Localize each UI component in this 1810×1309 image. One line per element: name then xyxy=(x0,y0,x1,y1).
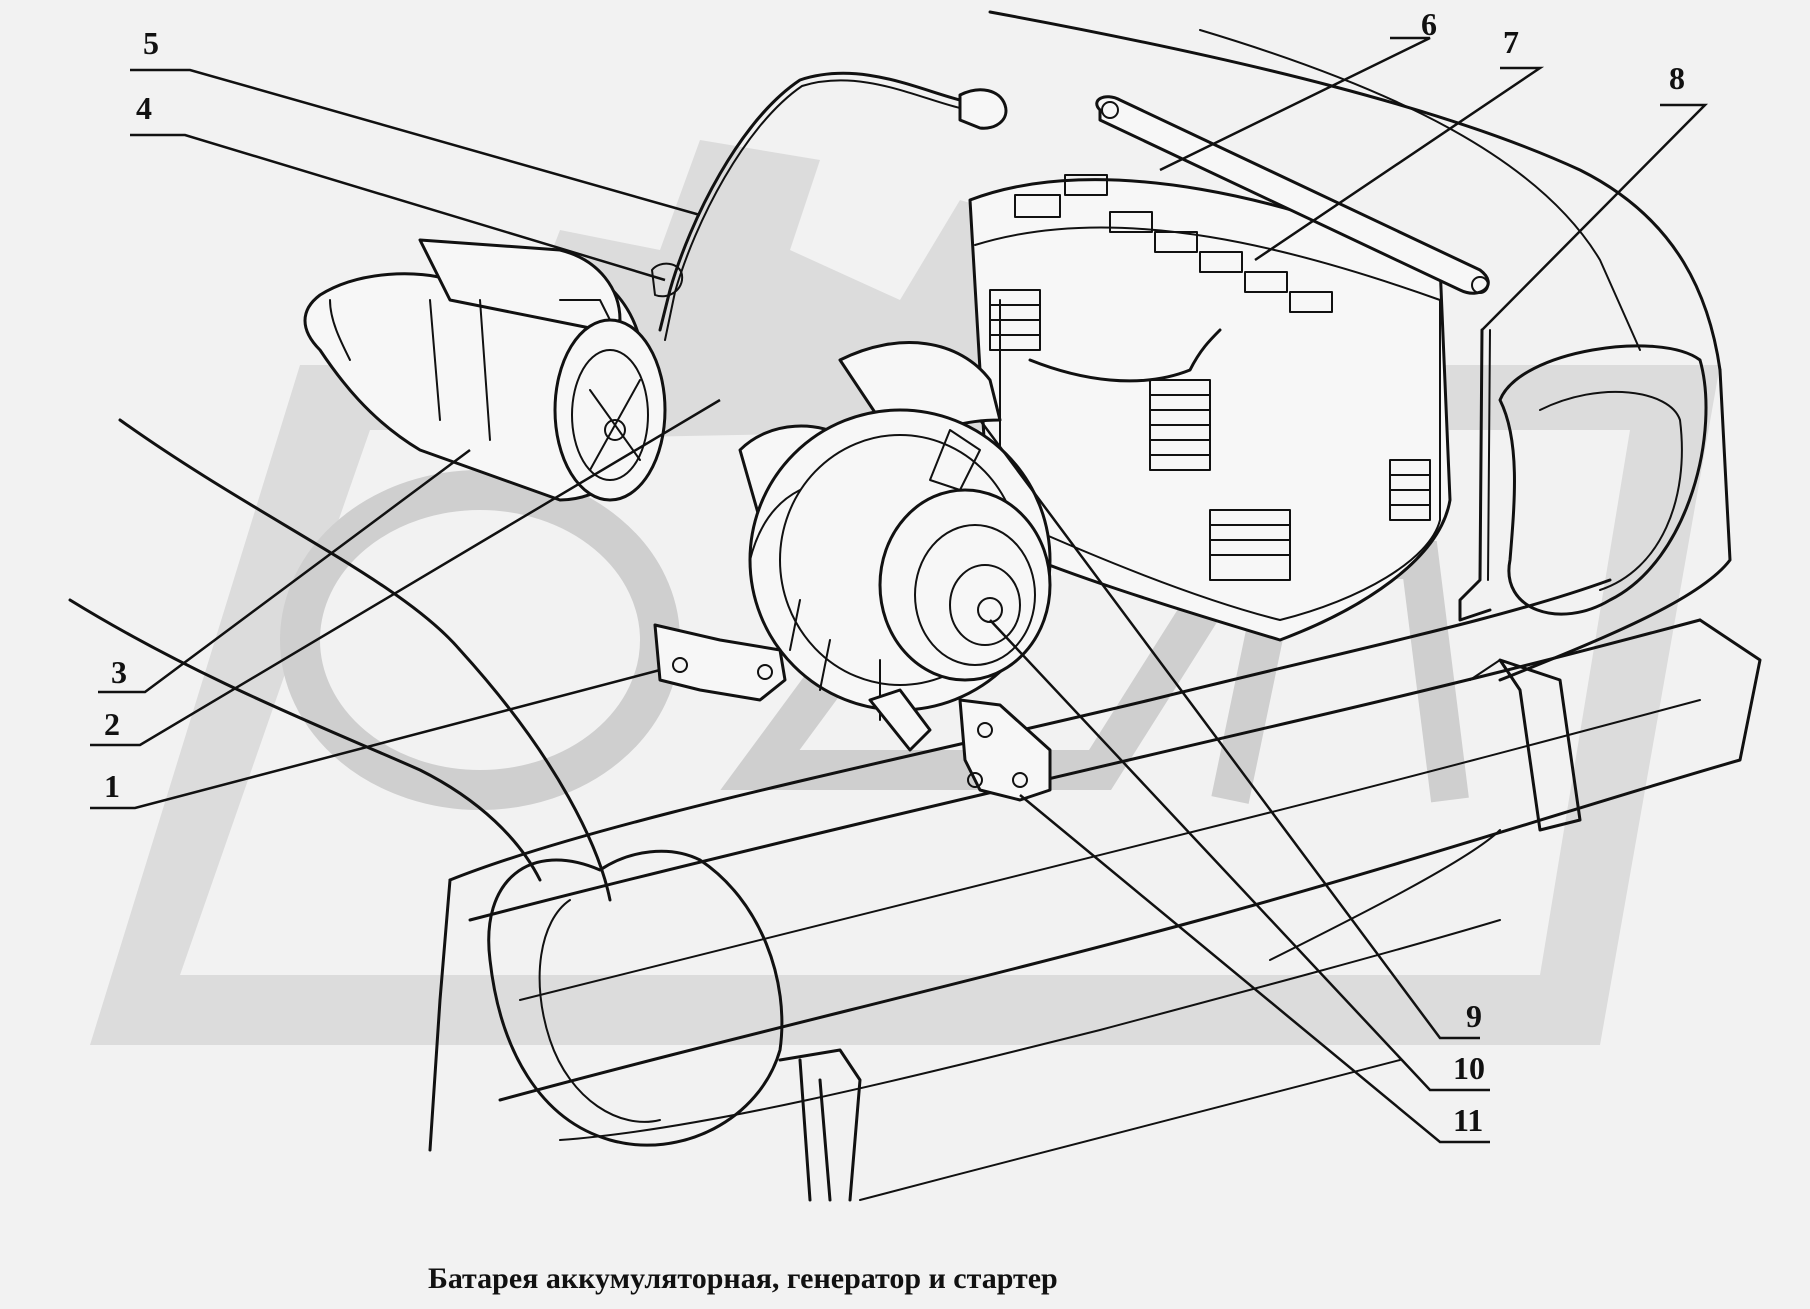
callout-8: 8 xyxy=(1669,60,1685,96)
battery-hold-down-rod xyxy=(1458,328,1492,622)
figure-caption: Батарея аккумуляторная, генератор и стар… xyxy=(428,1262,1058,1295)
callout-11: 11 xyxy=(1453,1102,1484,1138)
callout-7: 7 xyxy=(1503,24,1519,60)
vehicle-body xyxy=(68,10,1762,1202)
callout-2: 2 xyxy=(104,706,120,742)
generator xyxy=(738,341,1052,752)
callout-4: 4 xyxy=(136,90,152,126)
callout-5: 5 xyxy=(143,25,159,61)
starter xyxy=(303,238,667,502)
callout-10: 10 xyxy=(1453,1050,1485,1086)
callout-9: 9 xyxy=(1466,998,1482,1034)
callout-3: 3 xyxy=(111,654,127,690)
leader-lines xyxy=(90,36,1708,1144)
callout-6: 6 xyxy=(1421,6,1437,42)
generator-brackets xyxy=(653,623,1052,802)
battery xyxy=(968,95,1490,642)
ground-cable xyxy=(651,71,1008,341)
callout-1: 1 xyxy=(104,768,120,804)
